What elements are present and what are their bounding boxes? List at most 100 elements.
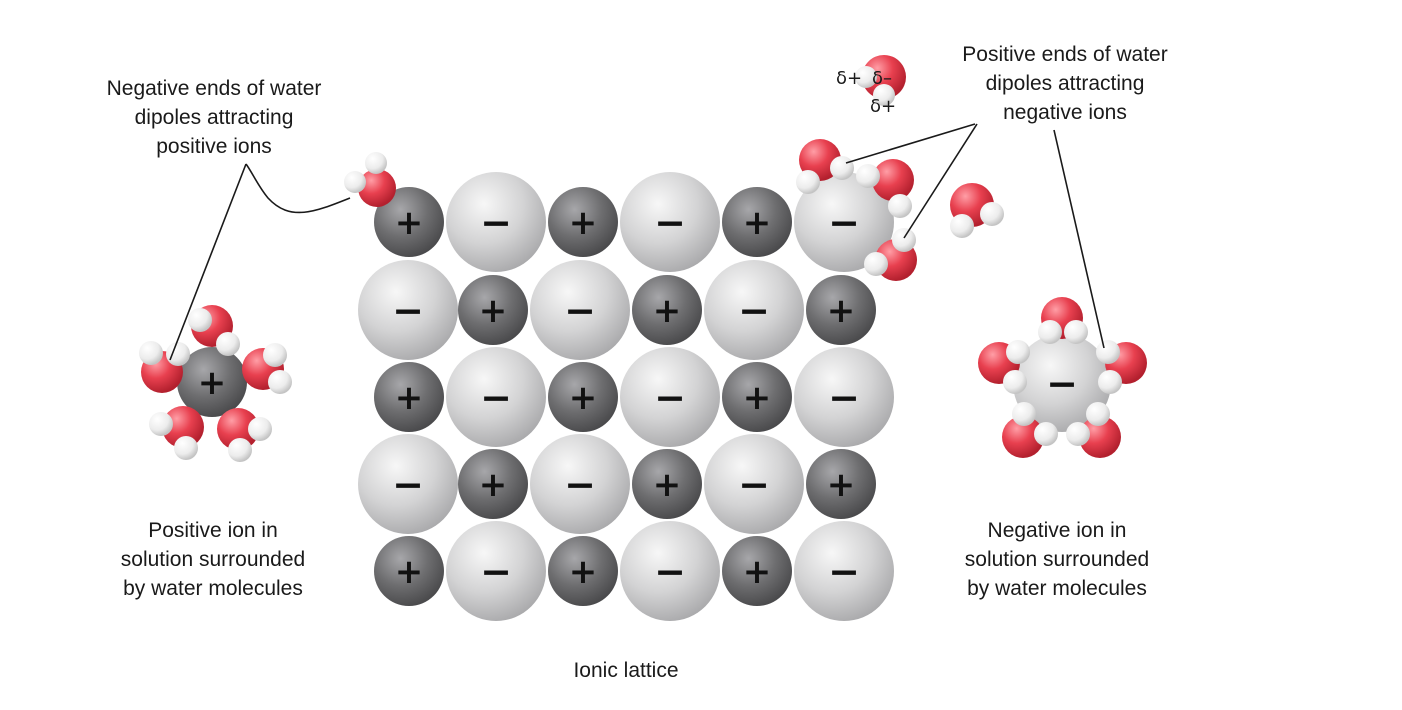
positive-ion: + bbox=[722, 187, 792, 257]
hydrogen-atom bbox=[188, 308, 212, 332]
legend-hydrogen-atom bbox=[855, 66, 877, 88]
hydrogen-atom bbox=[796, 170, 820, 194]
ion-sphere bbox=[358, 434, 458, 534]
leader-line-positive-ends bbox=[903, 123, 978, 239]
ion-sphere bbox=[806, 275, 876, 345]
negative-ion: − bbox=[530, 434, 630, 534]
hydrogen-atom bbox=[149, 412, 173, 436]
water-molecule bbox=[188, 305, 240, 356]
positive-ion: + bbox=[374, 362, 444, 432]
ion-charge-sign: − bbox=[828, 376, 860, 420]
delta-minus-label: δ– bbox=[872, 68, 892, 89]
label-line: negative ions bbox=[1003, 101, 1127, 124]
positive-ion: + bbox=[548, 536, 618, 606]
hydrogen-atom bbox=[864, 252, 888, 276]
ion-sphere bbox=[374, 362, 444, 432]
ion-charge-sign: − bbox=[828, 550, 860, 594]
ion-sphere bbox=[1013, 334, 1111, 432]
ion-sphere bbox=[548, 187, 618, 257]
positive-ion: + bbox=[548, 362, 618, 432]
hydrogen-atom bbox=[174, 436, 198, 460]
label-line: by water molecules bbox=[967, 577, 1147, 600]
label-line: by water molecules bbox=[123, 577, 303, 600]
water-molecules: +− bbox=[139, 139, 1147, 462]
ion-charge-sign: − bbox=[1046, 362, 1078, 406]
ion-charge-sign: − bbox=[828, 201, 860, 245]
negative-ion: − bbox=[446, 347, 546, 447]
ion-charge-sign: + bbox=[653, 465, 682, 505]
negative-ion: − bbox=[794, 521, 894, 621]
ion-sphere bbox=[620, 521, 720, 621]
ion-sphere bbox=[177, 347, 247, 417]
negative-ion: − bbox=[358, 434, 458, 534]
positive-ion: + bbox=[458, 449, 528, 519]
negative-ion: − bbox=[620, 521, 720, 621]
water-molecule bbox=[139, 341, 190, 393]
label-line: solution surrounded bbox=[120, 548, 306, 571]
hydrogen-atom bbox=[950, 214, 974, 238]
water-molecule bbox=[1066, 402, 1121, 458]
ion-sphere bbox=[374, 187, 444, 257]
ion-charge-sign: + bbox=[743, 552, 772, 592]
hydrogen-atom bbox=[166, 342, 190, 366]
ion-sphere bbox=[620, 347, 720, 447]
ion-charge-sign: − bbox=[564, 289, 596, 333]
leader-line-negative-ends bbox=[169, 163, 247, 361]
ion-sphere bbox=[806, 449, 876, 519]
water-molecule bbox=[978, 340, 1030, 394]
hydrogen-atom bbox=[888, 194, 912, 218]
hydrogen-atom bbox=[1096, 340, 1120, 364]
ion-sphere bbox=[374, 536, 444, 606]
negative-ion: − bbox=[358, 260, 458, 360]
ion-sphere bbox=[722, 362, 792, 432]
ion-charge-sign: + bbox=[569, 378, 598, 418]
oxygen-atom bbox=[1079, 416, 1121, 458]
negative-ion: − bbox=[446, 172, 546, 272]
leader-line-positive-ends bbox=[1053, 129, 1105, 349]
oxygen-atom bbox=[358, 169, 396, 207]
hydrogen-atom bbox=[139, 341, 163, 365]
ion-sphere bbox=[530, 260, 630, 360]
positive-ion: + bbox=[458, 275, 528, 345]
ion-charge-sign: + bbox=[395, 378, 424, 418]
ion-charge-sign: − bbox=[480, 201, 512, 245]
hydrogen-atom bbox=[216, 332, 240, 356]
ion-sphere bbox=[704, 260, 804, 360]
ion-charge-sign: − bbox=[654, 201, 686, 245]
positive-ion: + bbox=[632, 449, 702, 519]
positive-ion: + bbox=[722, 536, 792, 606]
hydrogen-atom bbox=[268, 370, 292, 394]
ion-charge-sign: − bbox=[480, 376, 512, 420]
negative-ion: − bbox=[446, 521, 546, 621]
delta-plus-label: δ+ bbox=[836, 68, 862, 89]
hydrogen-atom bbox=[228, 438, 252, 462]
water-molecule bbox=[864, 228, 917, 281]
hydrogen-atom bbox=[365, 152, 387, 174]
ion-charge-sign: − bbox=[392, 289, 424, 333]
negative-ion: − bbox=[794, 347, 894, 447]
leader-line-positive-ends bbox=[845, 123, 976, 164]
hydrogen-atom bbox=[1066, 422, 1090, 446]
water-molecule bbox=[217, 408, 272, 462]
water-molecule bbox=[344, 152, 396, 207]
legend-hydrogen-atom bbox=[873, 84, 895, 106]
water-molecule bbox=[950, 183, 1004, 238]
label-line: dipoles attracting bbox=[134, 106, 294, 129]
negative-ion: − bbox=[704, 434, 804, 534]
label-line: solution surrounded bbox=[964, 548, 1150, 571]
water-molecule bbox=[149, 406, 204, 460]
ion-sphere bbox=[446, 521, 546, 621]
label-positive-ends: Positive ends of water dipoles attractin… bbox=[922, 40, 1208, 127]
hydrogen-atom bbox=[344, 171, 366, 193]
ion-charge-sign: + bbox=[395, 552, 424, 592]
positive-ion: + bbox=[177, 347, 247, 417]
label-line: dipoles attracting bbox=[985, 72, 1145, 95]
label-positive-ion: Positive ion in solution surrounded by w… bbox=[82, 516, 344, 603]
label-negative-ion: Negative ion in solution surrounded by w… bbox=[926, 516, 1188, 603]
ion-sphere bbox=[458, 275, 528, 345]
ion-charge-sign: + bbox=[827, 465, 856, 505]
hydrogen-atom bbox=[263, 343, 287, 367]
ion-sphere bbox=[794, 347, 894, 447]
ion-charge-sign: + bbox=[198, 363, 227, 403]
label-ionic-lattice: Ionic lattice bbox=[573, 659, 679, 682]
